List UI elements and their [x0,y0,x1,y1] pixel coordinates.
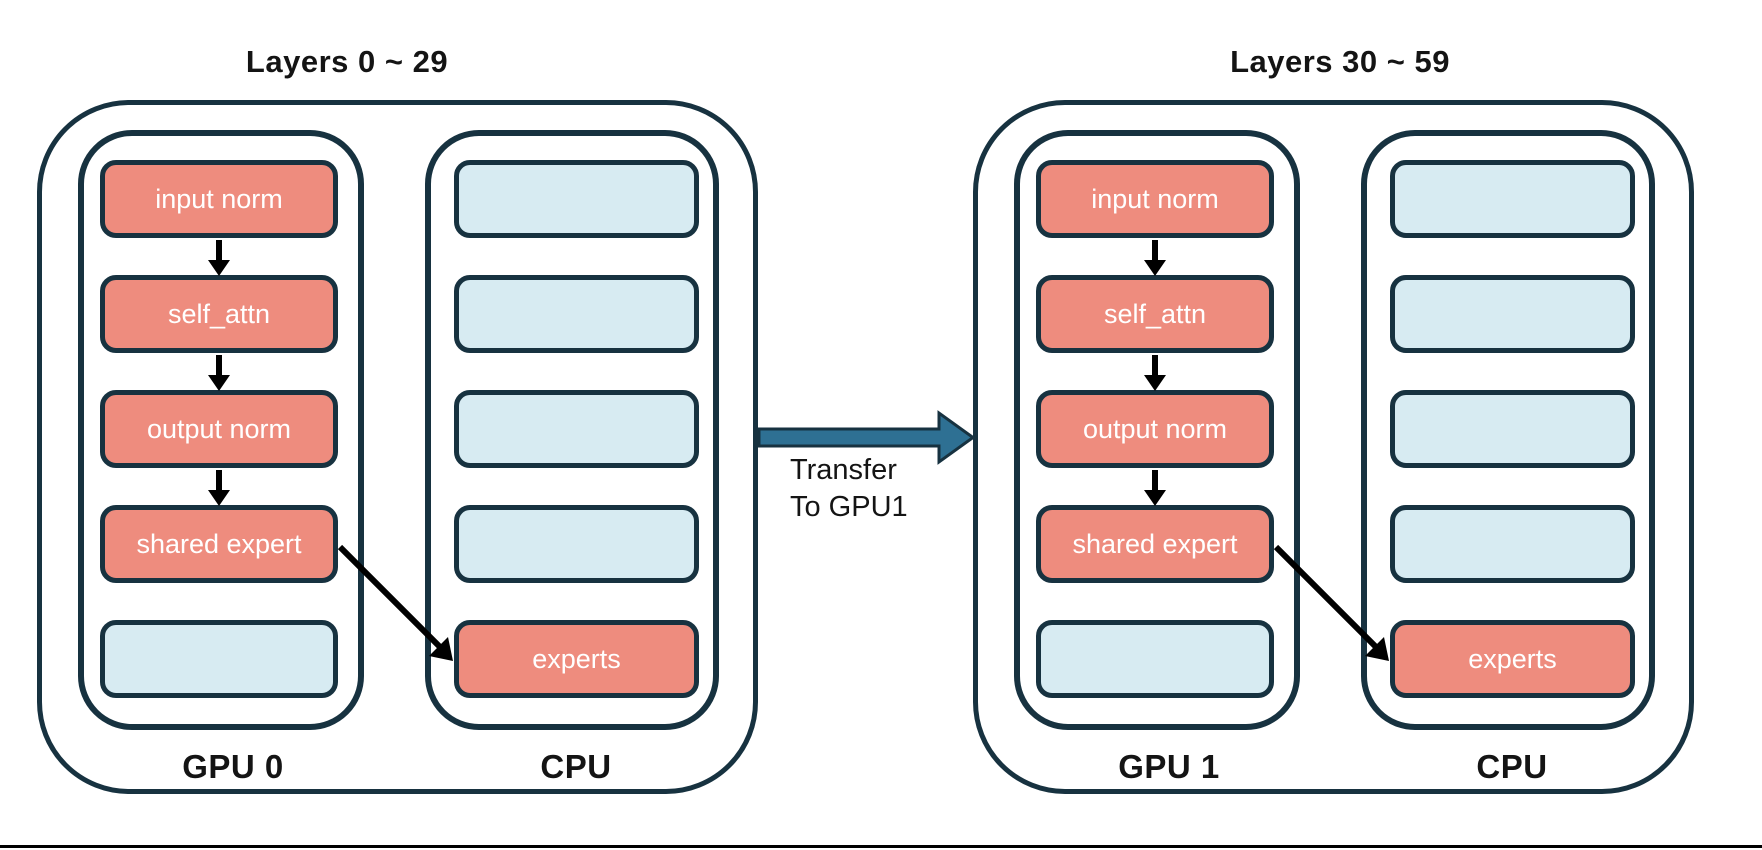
input-norm-box: input norm [100,160,338,238]
empty-slot [454,390,699,468]
cpu-column: experts [1361,130,1655,730]
output-norm-box: output norm [100,390,338,468]
transfer-label-line2: To GPU1 [790,491,908,523]
group-title: Layers 0 ~ 29 [245,44,449,79]
gpu1-column: input norm self_attn output norm shared … [1014,130,1300,730]
shared-expert-box: shared expert [1036,505,1274,583]
gpu0-column: input norm self_attn output norm shared … [78,130,364,730]
group-title: Layers 30 ~ 59 [1230,44,1450,79]
input-norm-box: input norm [1036,160,1274,238]
transfer-label: Transfer To GPU1 [790,452,908,526]
empty-slot [1390,505,1635,583]
gpu0-label: GPU 0 [182,748,284,785]
bottom-divider [0,845,1762,848]
empty-slot [1036,620,1274,698]
cpu-column: experts [425,130,719,730]
experts-box: experts [1390,620,1635,698]
self-attn-box: self_attn [1036,275,1274,353]
shared-expert-box: shared expert [100,505,338,583]
gpu1-label: GPU 1 [1118,748,1220,785]
empty-slot [454,505,699,583]
layer-group-30-59: Layers 30 ~ 59 input norm self_attn outp… [936,0,1696,850]
self-attn-box: self_attn [100,275,338,353]
cpu-label: CPU [540,748,612,785]
empty-slot [454,275,699,353]
layer-group-0-29: Layers 0 ~ 29 input norm self_attn outpu… [0,0,760,850]
output-norm-box: output norm [1036,390,1274,468]
empty-slot [1390,275,1635,353]
empty-slot [1390,390,1635,468]
empty-slot [100,620,338,698]
empty-slot [454,160,699,238]
experts-box: experts [454,620,699,698]
empty-slot [1390,160,1635,238]
transfer-label-line1: Transfer [790,454,897,486]
cpu-label: CPU [1476,748,1548,785]
